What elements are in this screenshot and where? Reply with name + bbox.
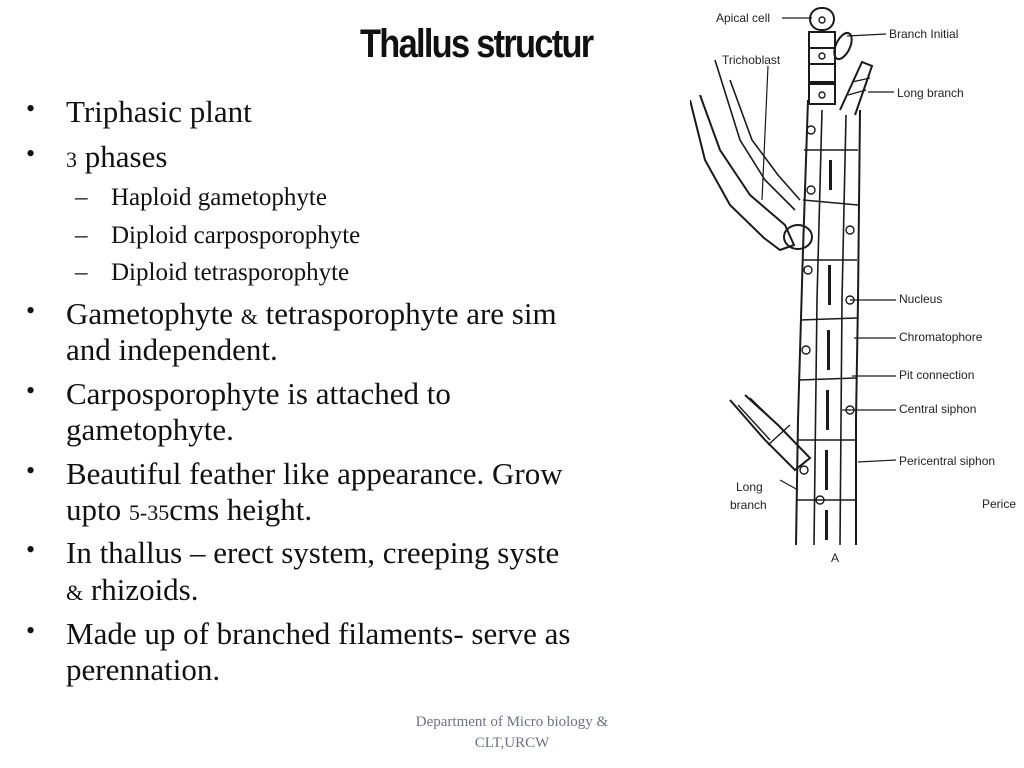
segment-cell — [808, 31, 836, 49]
nucleus-dot — [815, 495, 825, 505]
nucleus-dot — [818, 16, 826, 24]
footer-line: CLT,URCW — [474, 735, 550, 751]
sub-bullet-marker: – — [75, 184, 88, 211]
label-nucleus: Nucleus — [899, 292, 942, 306]
branch-septa — [737, 397, 791, 446]
label-perice: Perice — [982, 497, 1016, 511]
bullet-marker: • — [26, 139, 36, 168]
label-pericentral-siphon: Pericentral siphon — [899, 454, 995, 468]
trichoblast-inner — [729, 79, 801, 201]
nucleus-dot — [806, 185, 816, 195]
label-branch-initial: Branch Initial — [889, 27, 958, 41]
slide-title: Thallus structur — [360, 22, 594, 66]
branch-initial-shape — [833, 31, 853, 61]
label-long-branch-left: branch — [730, 498, 767, 512]
nucleus-dot — [799, 465, 809, 475]
nucleus-dot — [818, 91, 826, 99]
pit-connection-mark — [829, 160, 832, 190]
pit-connection-mark — [827, 330, 830, 370]
pit-connection-mark — [825, 450, 828, 490]
bullet-marker: • — [26, 535, 36, 564]
bullet-item: Made up of branched filaments- serve as — [66, 616, 571, 651]
bullet-marker: • — [26, 296, 36, 325]
bullet-marker: • — [26, 616, 36, 645]
bullet-item: 3 phases — [66, 139, 168, 174]
leader-line — [846, 33, 887, 37]
trichoblast-shape — [690, 94, 796, 252]
bullet-item: Carposporophyte is attached to — [66, 376, 451, 411]
nucleus-dot — [806, 125, 816, 135]
label-trichoblast: Trichoblast — [722, 53, 781, 67]
label-chromatophore: Chromatophore — [899, 330, 983, 344]
trichoblast-base-cell — [783, 224, 813, 250]
sub-bullet-marker: – — [75, 222, 88, 249]
sub-bullet-item: Diploid tetrasporophyte — [111, 259, 350, 286]
trichoblast-inner — [714, 59, 796, 211]
siphon-wall — [839, 114, 847, 546]
nucleus-dot — [845, 225, 855, 235]
sub-bullet-marker: – — [75, 259, 88, 286]
bullet-item-continued: gametophyte. — [66, 412, 234, 447]
thallus-diagram: Apical cell Branch Initial Trichoblast L… — [690, 7, 1016, 565]
slide-footer: Department of Micro biology & CLT,URCW — [398, 712, 626, 754]
label-long-branch-top: Long branch — [897, 86, 964, 100]
label-apical-cell: Apical cell — [716, 11, 770, 25]
segment-cell — [808, 63, 836, 83]
pit-connections — [825, 160, 832, 540]
branch-septa — [847, 77, 871, 96]
siphon-wall — [813, 109, 823, 546]
segment-cell — [808, 47, 836, 65]
nucleus-dot — [818, 52, 826, 60]
label-pit-connection: Pit connection — [899, 368, 974, 382]
label-long-branch-left: Long — [736, 480, 763, 494]
pit-connection-mark — [826, 390, 829, 430]
long-branch-top-shape — [839, 60, 874, 116]
pit-connection-mark — [825, 510, 828, 540]
leader-line — [857, 459, 897, 463]
segment-cell — [808, 83, 836, 105]
cell-septa — [797, 149, 859, 501]
bullet-item-continued: perennation. — [66, 652, 221, 687]
axis-wall-right — [855, 109, 861, 545]
label-central-siphon: Central siphon — [899, 402, 976, 416]
bullet-item: In thallus – erect system, creeping syst… — [66, 535, 560, 570]
leader-line — [779, 479, 799, 491]
footer-line: Department of Micro biology & — [415, 714, 609, 730]
axis-wall-left — [795, 99, 809, 546]
apical-cell-shape — [809, 7, 835, 31]
bullet-marker: • — [26, 94, 36, 123]
label-figure-letter: A — [831, 551, 839, 565]
bullet-item: Beautiful feather like appearance. Grow — [66, 456, 563, 491]
bullet-marker: • — [26, 456, 36, 485]
pit-connection-mark — [828, 265, 831, 305]
leader-line — [761, 65, 769, 201]
nucleus-dot — [801, 345, 811, 355]
sub-bullet-item: Diploid carposporophyte — [111, 222, 361, 249]
bullet-item: Gametophyte & tetrasporophyte are sim — [66, 296, 557, 331]
bullet-item-continued: & rhizoids. — [66, 572, 199, 607]
bullet-item-continued: upto 5-35cms height. — [66, 492, 313, 527]
sub-bullet-item: Haploid gametophyte — [111, 184, 327, 211]
bullet-item-continued: and independent. — [66, 332, 278, 367]
bullet-marker: • — [26, 376, 36, 405]
bullet-item: Triphasic plant — [66, 94, 252, 129]
nucleus-dot — [803, 265, 813, 275]
